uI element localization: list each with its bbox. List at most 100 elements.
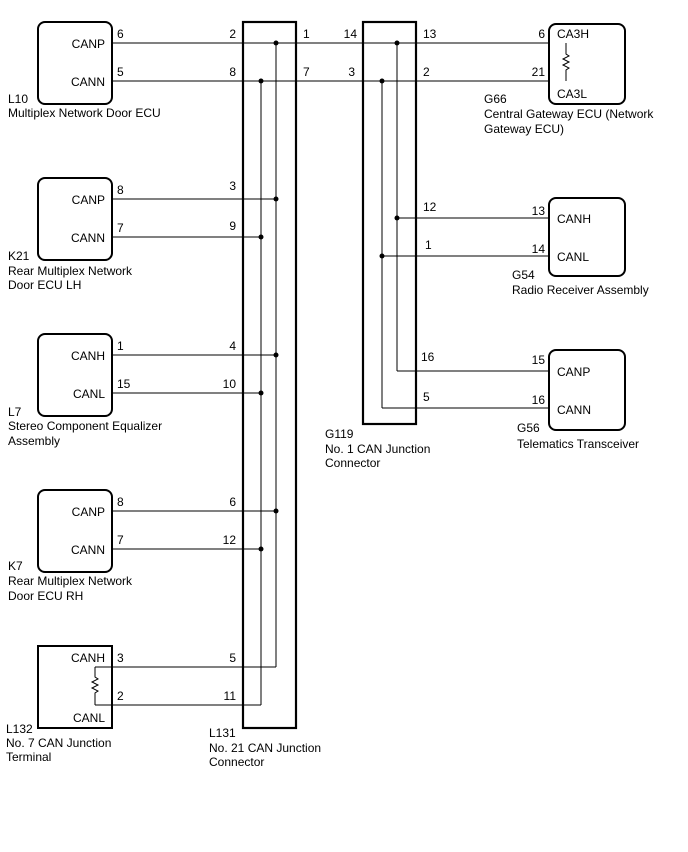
component-name: Assembly bbox=[8, 434, 60, 448]
pin-number: 6 bbox=[117, 27, 124, 41]
splice-dots bbox=[258, 40, 400, 552]
pin-number: 16 bbox=[532, 393, 546, 407]
pin-number: 5 bbox=[229, 651, 236, 665]
component-code: L7 bbox=[8, 405, 22, 419]
pin-number: 12 bbox=[423, 200, 437, 214]
pin-number: 11 bbox=[224, 689, 237, 703]
component-code: G66 bbox=[484, 92, 507, 106]
component-name: Terminal bbox=[6, 750, 51, 764]
component-code: L132 bbox=[6, 722, 33, 736]
ecu-box-l10 bbox=[37, 21, 113, 105]
ecu-box-g56 bbox=[548, 349, 626, 431]
pin-number: 2 bbox=[423, 65, 430, 79]
pin-number: 1 bbox=[303, 27, 310, 41]
pin-number: 13 bbox=[423, 27, 437, 41]
wires bbox=[90, 42, 571, 706]
splice-dot bbox=[258, 234, 264, 240]
splice-dot bbox=[394, 40, 400, 46]
pin-number: 3 bbox=[229, 179, 236, 193]
pin-number: 2 bbox=[117, 689, 124, 703]
component-name: No. 21 CAN Junction bbox=[209, 741, 321, 755]
splice-dot bbox=[273, 508, 279, 514]
pin-number: 6 bbox=[229, 495, 236, 509]
signal-label: CANH bbox=[71, 651, 105, 665]
component-name: Rear Multiplex Network bbox=[8, 574, 133, 588]
component-code: L10 bbox=[8, 92, 28, 106]
pin-number: 7 bbox=[117, 221, 124, 235]
component-code: G56 bbox=[517, 421, 540, 435]
component-name: Connector bbox=[325, 456, 380, 470]
splice-dot bbox=[273, 352, 279, 358]
pin-number: 10 bbox=[223, 377, 237, 391]
signal-label: CANP bbox=[557, 365, 590, 379]
signal-label: CANN bbox=[71, 75, 105, 89]
splice-dot bbox=[273, 40, 279, 46]
pin-number: 5 bbox=[117, 65, 124, 79]
ecu-box-l132 bbox=[37, 645, 113, 729]
signal-label: CANL bbox=[73, 711, 105, 725]
pin-number: 5 bbox=[423, 390, 430, 404]
component-boxes bbox=[37, 20, 626, 730]
signal-label: CANP bbox=[72, 505, 105, 519]
ecu-box-g54 bbox=[548, 197, 626, 277]
pin-number: 12 bbox=[223, 533, 237, 547]
ecu-box-k21 bbox=[37, 177, 113, 261]
pin-number: 8 bbox=[117, 495, 124, 509]
ecu-box-l7 bbox=[37, 333, 113, 417]
pin-number: 16 bbox=[421, 350, 435, 364]
component-name: Multiplex Network Door ECU bbox=[8, 106, 161, 120]
ecu-box-g66 bbox=[548, 23, 626, 105]
junction-box-l131 bbox=[241, 20, 298, 730]
splice-dot bbox=[258, 390, 264, 396]
component-name: Connector bbox=[209, 755, 264, 769]
signal-label: CANL bbox=[557, 250, 589, 264]
component-name: Rear Multiplex Network bbox=[8, 264, 133, 278]
signal-label: CANN bbox=[71, 231, 105, 245]
signal-labels: CANP CANN CANP CANN CANH CANL CANP CANN … bbox=[71, 27, 591, 725]
l132-resistor bbox=[90, 667, 100, 705]
component-name: Central Gateway ECU (Network bbox=[484, 107, 654, 121]
component-name: Gateway ECU) bbox=[484, 122, 564, 136]
component-name: Radio Receiver Assembly bbox=[512, 283, 649, 297]
component-name: Door ECU LH bbox=[8, 278, 81, 292]
component-name: Stereo Component Equalizer bbox=[8, 419, 162, 433]
pin-number: 21 bbox=[532, 65, 546, 79]
signal-label: CA3H bbox=[557, 27, 589, 41]
pin-number: 8 bbox=[117, 183, 124, 197]
splice-dot bbox=[273, 196, 279, 202]
splice-dot bbox=[258, 546, 264, 552]
signal-label: CANP bbox=[72, 193, 105, 207]
pin-number: 7 bbox=[117, 533, 124, 547]
g66-resistor bbox=[561, 43, 571, 81]
pin-number: 14 bbox=[532, 242, 546, 256]
signal-label: CANL bbox=[73, 387, 105, 401]
splice-dot bbox=[258, 78, 264, 84]
pin-number: 9 bbox=[229, 219, 236, 233]
pin-number: 1 bbox=[117, 339, 124, 353]
pin-number: 2 bbox=[229, 27, 236, 41]
pin-number: 14 bbox=[344, 27, 358, 41]
signal-label: CANP bbox=[72, 37, 105, 51]
splice-dot bbox=[379, 253, 385, 259]
pin-number: 15 bbox=[532, 353, 546, 367]
pin-number: 1 bbox=[425, 238, 432, 252]
pin-number: 8 bbox=[229, 65, 236, 79]
pin-number: 7 bbox=[303, 65, 310, 79]
signal-label: CANN bbox=[557, 403, 591, 417]
component-labels: L10 Multiplex Network Door ECU K21 Rear … bbox=[6, 92, 654, 769]
component-code: G54 bbox=[512, 268, 535, 282]
component-code: K7 bbox=[8, 559, 23, 573]
signal-label: CANN bbox=[71, 543, 105, 557]
component-code: L131 bbox=[209, 726, 236, 740]
pin-number: 3 bbox=[117, 651, 124, 665]
splice-dot bbox=[379, 78, 385, 84]
pin-number: 6 bbox=[538, 27, 545, 41]
component-name: No. 7 CAN Junction bbox=[6, 736, 111, 750]
component-code: K21 bbox=[8, 249, 30, 263]
pin-number: 15 bbox=[117, 377, 131, 391]
component-name: Telematics Transceiver bbox=[517, 437, 639, 451]
signal-label: CANH bbox=[71, 349, 105, 363]
component-name: No. 1 CAN Junction bbox=[325, 442, 430, 456]
signal-label: CA3L bbox=[557, 87, 587, 101]
